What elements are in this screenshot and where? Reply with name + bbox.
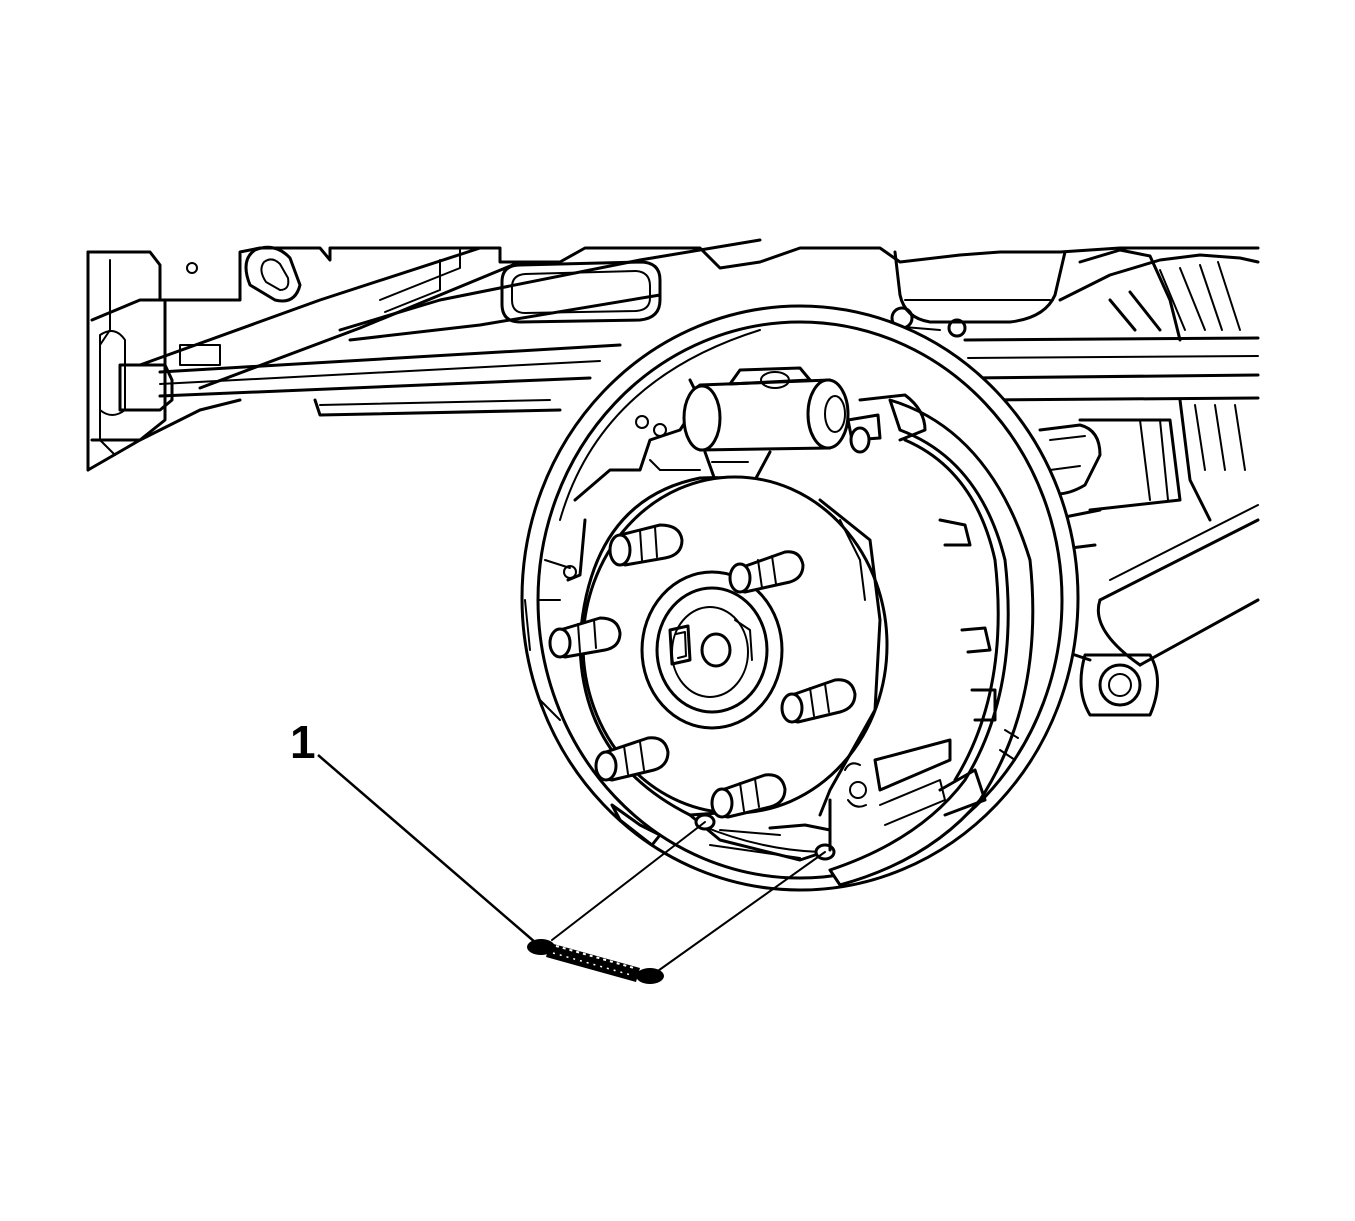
brake-shoe: [828, 393, 1035, 887]
wheel-studs: [548, 523, 857, 819]
wheel-cylinder: [682, 366, 882, 482]
callout-1: 1: [290, 716, 537, 944]
vehicle-frame: [86, 238, 1260, 717]
return-spring: [527, 821, 826, 984]
callout-leader-line: [317, 754, 537, 944]
callout-label: 1: [290, 716, 316, 768]
wheel-hub: [578, 475, 889, 817]
